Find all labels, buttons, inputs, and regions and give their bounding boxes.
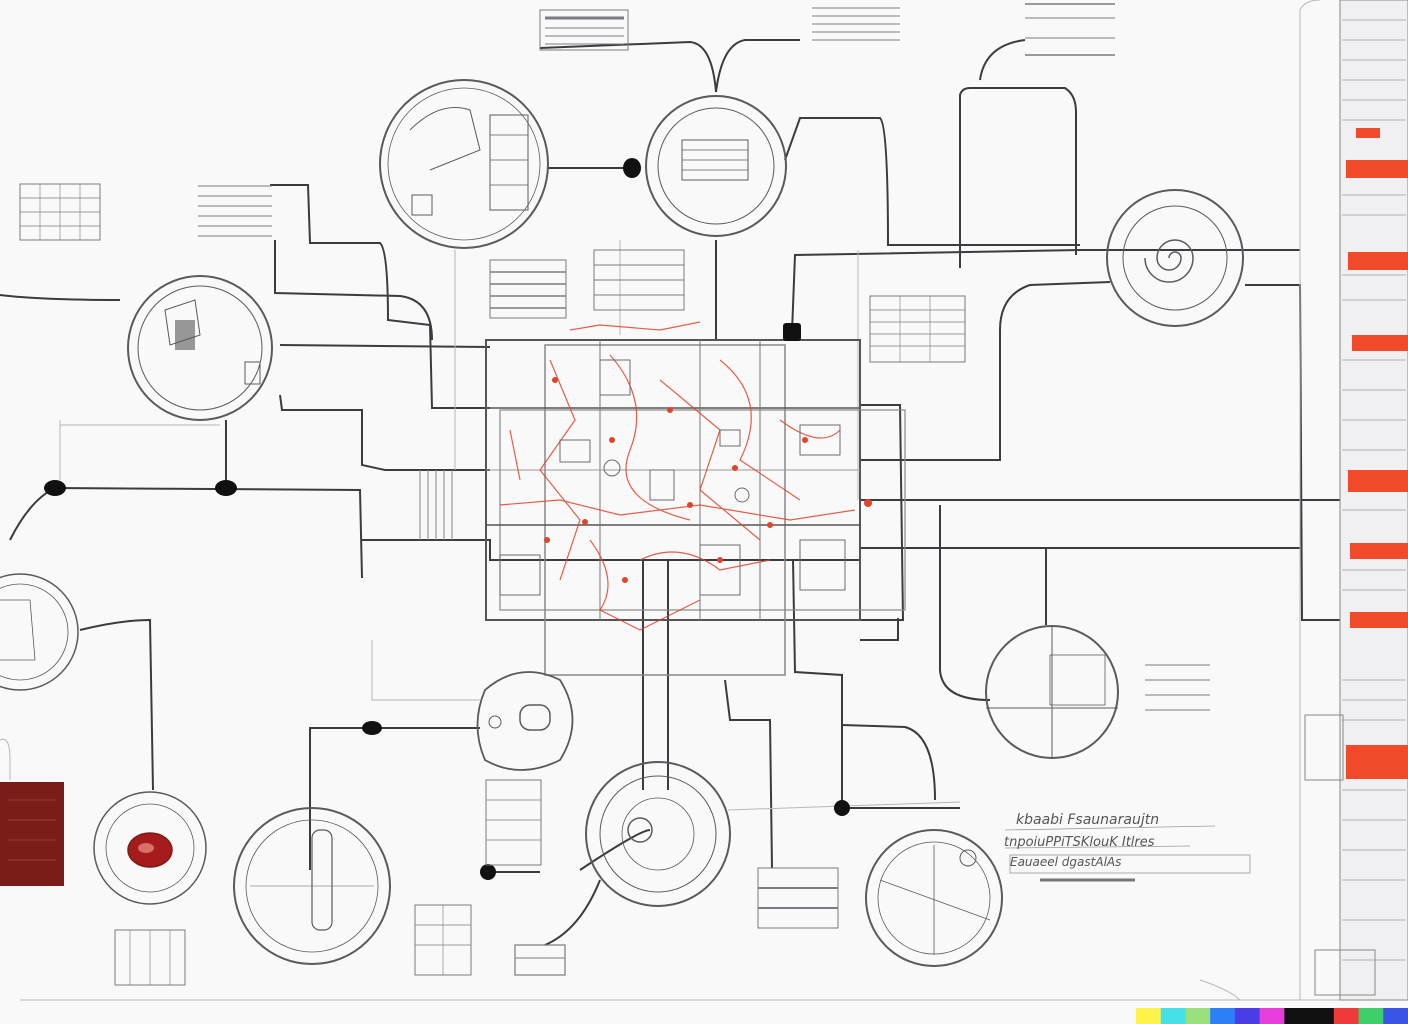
color-swatch bbox=[1160, 1008, 1186, 1024]
component-sketches bbox=[499, 359, 846, 596]
junction-node bbox=[215, 480, 237, 496]
label-block-bottom bbox=[757, 867, 839, 929]
color-swatch bbox=[1210, 1008, 1236, 1024]
wire-center-right bbox=[791, 249, 1300, 333]
annotation-block: kbaabi Fsaunaraujtn tnpoiuPPiTSKlouK Itl… bbox=[1004, 812, 1251, 882]
annotation-line-3: Eauaeel dgastAlAs bbox=[1010, 855, 1121, 869]
label-block-right bbox=[1145, 664, 1210, 711]
wire-bottom-label bbox=[544, 879, 601, 946]
color-swatch bbox=[1309, 1008, 1335, 1024]
gauge-top-center bbox=[645, 95, 787, 237]
color-swatch bbox=[1234, 1008, 1261, 1024]
label-block-top3 bbox=[1025, 3, 1115, 56]
rack-red-module bbox=[1356, 128, 1380, 138]
gauge-bottom-left-eye bbox=[93, 791, 207, 905]
wire-center-h1 bbox=[362, 539, 860, 561]
label-block-center-right bbox=[593, 249, 685, 311]
color-swatch bbox=[1136, 1008, 1162, 1024]
gauge-center-small bbox=[476, 671, 574, 771]
wire-top-left bbox=[0, 294, 121, 301]
wire-right-long bbox=[959, 87, 1077, 268]
gauge-bottom-center bbox=[585, 761, 731, 907]
junction-node bbox=[623, 158, 641, 178]
wire-grid-right bbox=[860, 618, 899, 641]
wire-gauge5-left bbox=[860, 281, 1111, 461]
left-stair-hatch bbox=[419, 470, 453, 540]
wire-label-left2 bbox=[274, 240, 433, 341]
wire-right-branch bbox=[792, 559, 960, 809]
rack-red-module bbox=[1348, 252, 1408, 270]
gauge-right-bottom bbox=[985, 625, 1119, 759]
wire-gauge6 bbox=[939, 505, 991, 701]
color-swatch bbox=[1259, 1008, 1285, 1024]
junction-node bbox=[480, 864, 496, 880]
label-blocks bbox=[19, 3, 1210, 986]
gauge-top-left bbox=[379, 79, 549, 249]
label-block-left bbox=[198, 185, 272, 237]
junction-node bbox=[362, 721, 382, 735]
gauge-bottom-right bbox=[865, 829, 1003, 967]
wire-right-edge bbox=[1245, 284, 1340, 621]
junction-node bbox=[834, 800, 850, 816]
wires bbox=[0, 39, 1340, 946]
label-block-mid-right bbox=[869, 295, 966, 363]
label-block-left-grid bbox=[19, 183, 101, 241]
color-calibration-strip bbox=[1136, 1008, 1408, 1024]
color-swatch bbox=[1383, 1008, 1408, 1024]
label-block-bottom2 bbox=[414, 904, 472, 976]
junction-node bbox=[783, 323, 801, 341]
rack-red-module bbox=[1350, 612, 1408, 628]
gauge-left bbox=[127, 275, 273, 421]
wire-gauge4-down bbox=[724, 679, 773, 869]
wire-nodes-row bbox=[54, 487, 363, 579]
dark-red-panel bbox=[0, 782, 64, 886]
wire-far-left bbox=[9, 487, 56, 541]
label-block-top bbox=[539, 9, 629, 51]
wire-top-split bbox=[539, 39, 800, 93]
wire-gauge8-left bbox=[79, 618, 154, 791]
color-swatch bbox=[1358, 1008, 1384, 1024]
annotation-line-2: tnpoiuPPiTSKlouK Itlres bbox=[1004, 835, 1155, 850]
rack-red-module bbox=[1350, 543, 1408, 559]
color-swatch bbox=[1333, 1008, 1360, 1024]
right-equipment-rack bbox=[1304, 0, 1408, 1001]
label-block-mid-bottom bbox=[485, 779, 542, 866]
color-swatch bbox=[1284, 1008, 1310, 1024]
gauge-far-left bbox=[0, 573, 79, 691]
wire-label-left bbox=[270, 184, 490, 409]
junction-node bbox=[44, 480, 66, 496]
annotation-line-1: kbaabi Fsaunaraujtn bbox=[1016, 812, 1159, 828]
wire-gauge2-right bbox=[784, 117, 1080, 246]
wire-left-gauge bbox=[279, 344, 491, 348]
rack-red-module bbox=[1346, 160, 1408, 178]
label-block-grid-bottom-left bbox=[114, 929, 186, 986]
rack-red-module bbox=[1346, 745, 1408, 779]
wire-top-right bbox=[979, 39, 1026, 81]
color-swatch bbox=[1185, 1008, 1211, 1024]
construction-lines bbox=[0, 0, 1340, 1001]
wire-mid-right bbox=[860, 404, 905, 621]
gauge-bottom-large bbox=[233, 807, 391, 965]
rack-red-module bbox=[1352, 335, 1408, 351]
wire-left-stair bbox=[279, 394, 490, 471]
wire-right-branch2 bbox=[841, 724, 936, 801]
rack-red-module bbox=[1348, 470, 1408, 492]
label-block-center-left bbox=[489, 259, 567, 319]
label-block-bottom3 bbox=[514, 944, 566, 976]
central-schematic bbox=[485, 321, 906, 676]
red-dots bbox=[544, 377, 872, 583]
wire-bottom-nodes bbox=[309, 727, 480, 870]
wire-bottom-center bbox=[579, 829, 651, 871]
label-block-top2 bbox=[812, 7, 900, 41]
junction-nodes bbox=[44, 158, 850, 880]
gauges bbox=[0, 79, 1244, 967]
red-traces bbox=[499, 321, 856, 631]
gauge-right-spiral bbox=[1106, 189, 1244, 327]
